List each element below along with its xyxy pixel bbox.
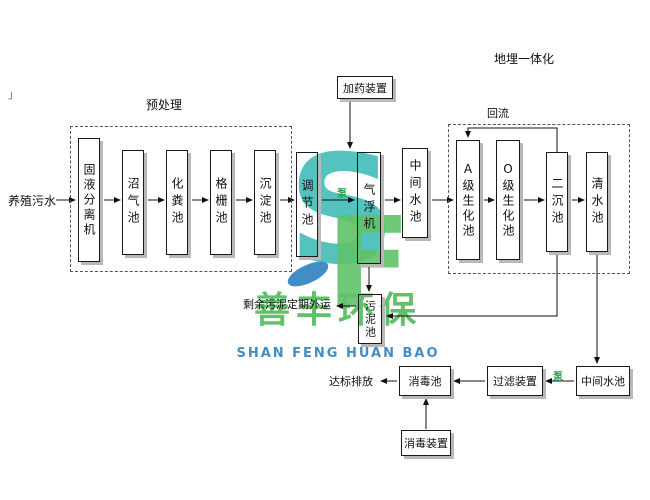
box-mid-pool-top: 中间水池 [402, 148, 428, 238]
box-disinfect-pool: 消毒池 [399, 366, 451, 396]
buried-unit-title: 地埋一体化 [494, 52, 555, 66]
box-clear-water-pool: 清水池 [586, 152, 608, 252]
box-grid-pool-label: 格栅池 [214, 177, 228, 228]
box-bio-o: O级生化池 [496, 140, 520, 260]
box-mid-pool-bottom-label: 中间水池 [581, 375, 625, 388]
box-dosing-device: 加药装置 [337, 76, 393, 99]
box-dosing-device-label: 加药装置 [343, 81, 387, 95]
box-bio-o-label: O级生化池 [501, 161, 515, 239]
box-septic-tank-label: 化粪池 [170, 177, 184, 228]
box-sedimentation-pool-label: 沉淀池 [258, 177, 272, 228]
box-sedimentation-pool: 沉淀池 [254, 150, 276, 255]
box-bio-a-label: A级生化池 [461, 161, 475, 239]
sludge-note-label: 剩余污泥定期外运 [243, 298, 331, 311]
box-biogas-pool-label: 沼气池 [126, 177, 140, 228]
box-mid-pool-bottom: 中间水池 [576, 366, 630, 396]
box-disinfect-pool-label: 消毒池 [408, 375, 442, 388]
box-disinfect-device-label: 消毒装置 [404, 437, 448, 450]
pump-label-2: 泵 [553, 372, 563, 383]
box-septic-tank: 化粪池 [166, 150, 188, 255]
box-solid-liquid-separator: 固液分离机 [78, 138, 100, 262]
stray-mark: 」 [8, 88, 19, 101]
pump-label-1: 泵 [337, 189, 347, 200]
pretreatment-title: 预处理 [146, 98, 183, 112]
box-secondary-sedimentation-label: 二沉池 [550, 176, 564, 228]
reflux-label: 回流 [487, 107, 509, 120]
box-bio-a: A级生化池 [456, 140, 480, 260]
discharge-label: 达标排放 [329, 375, 373, 388]
box-sludge-pool: 污泥池 [358, 294, 382, 344]
influent-label: 养殖污水 [8, 194, 57, 208]
box-biogas-pool: 沼气池 [122, 150, 144, 255]
watermark-en-text: SHAN FENG HUAN BAO [236, 346, 439, 361]
box-disinfect-device: 消毒装置 [401, 430, 451, 456]
box-filter-device-label: 过滤装置 [493, 375, 537, 388]
box-clear-water-pool-label: 清水池 [590, 176, 604, 228]
box-air-flotation: 气浮机 [357, 152, 381, 264]
box-mid-pool-top-label: 中间水池 [408, 159, 422, 227]
box-adjust-pool-label: 调节池 [300, 179, 314, 230]
box-air-flotation-label: 气浮机 [362, 182, 376, 234]
box-sludge-pool-label: 污泥池 [363, 299, 377, 339]
box-filter-device: 过滤装置 [487, 366, 543, 396]
box-grid-pool: 格栅池 [210, 150, 232, 255]
box-solid-liquid-separator-label: 固液分离机 [82, 162, 96, 238]
box-secondary-sedimentation: 二沉池 [546, 152, 568, 252]
box-adjust-pool: 调节池 [296, 152, 318, 257]
